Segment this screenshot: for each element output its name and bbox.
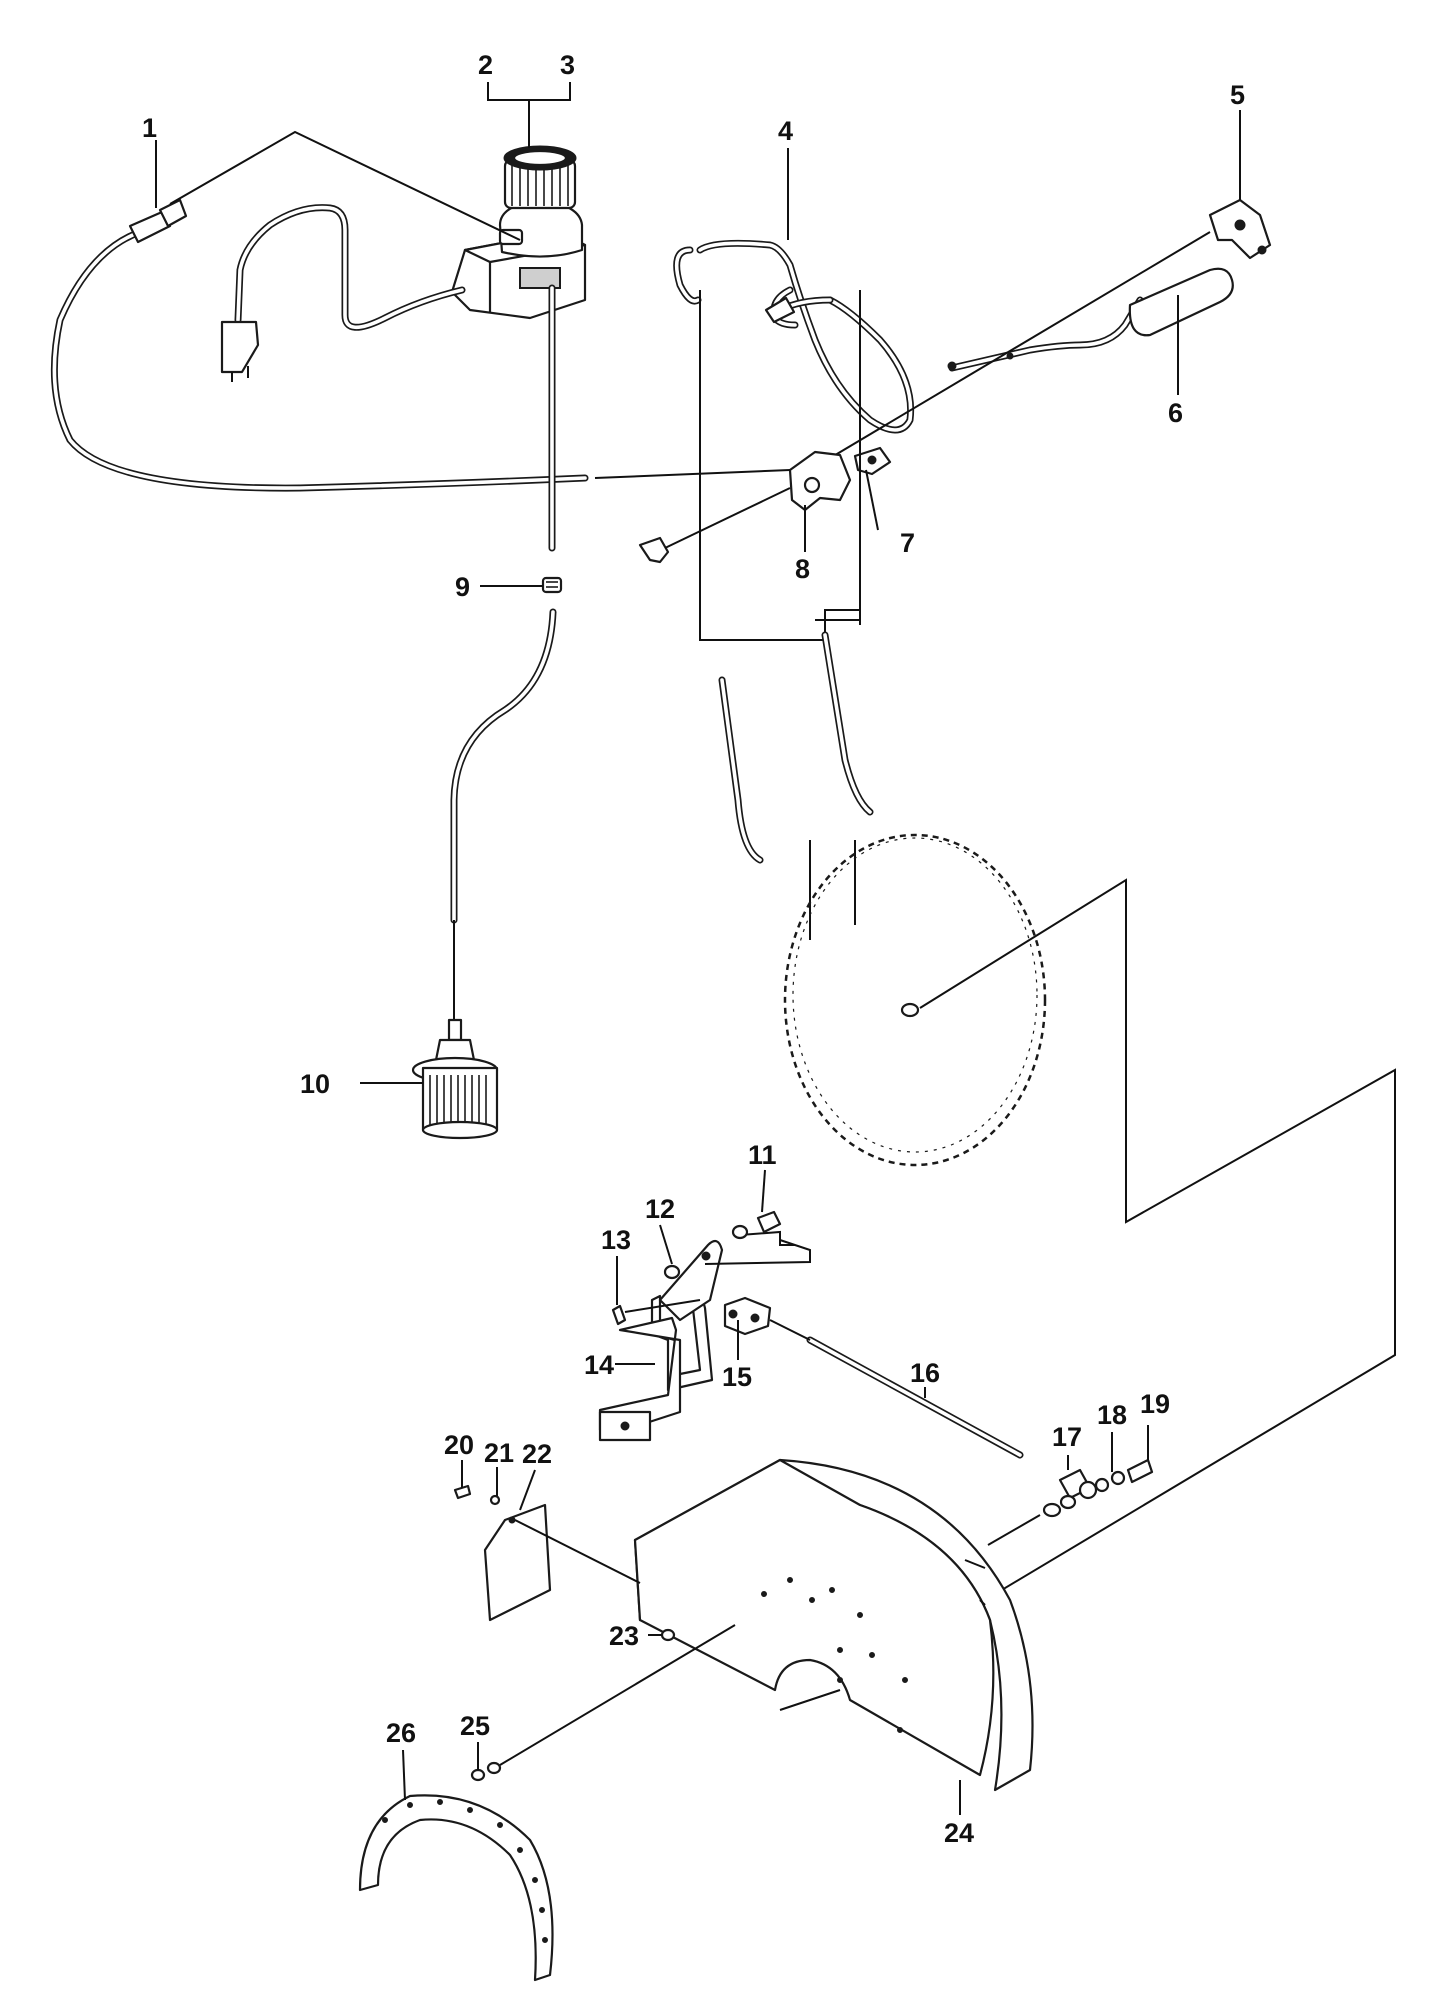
callout-15: 15 bbox=[722, 1362, 752, 1392]
filter-hose bbox=[450, 608, 557, 1025]
rod-end-17-19 bbox=[987, 1458, 1154, 1546]
callout-23: 23 bbox=[609, 1621, 639, 1651]
callout-10: 10 bbox=[300, 1069, 330, 1099]
callout-22: 22 bbox=[522, 1439, 552, 1469]
hose-fitting-1 bbox=[50, 198, 589, 492]
callout-21: 21 bbox=[484, 1438, 514, 1468]
callout-2: 2 bbox=[478, 50, 493, 80]
callout-11: 11 bbox=[748, 1140, 777, 1170]
callout-20: 20 bbox=[444, 1430, 474, 1460]
plate-20-22 bbox=[453, 1484, 641, 1622]
callout-16: 16 bbox=[910, 1358, 940, 1388]
connector-9 bbox=[541, 576, 563, 594]
blade-guard-24 bbox=[633, 1458, 1034, 1792]
callout-1: 1 bbox=[142, 113, 157, 143]
arm-5 bbox=[809, 198, 1272, 471]
callout-17: 17 bbox=[1052, 1422, 1082, 1452]
power-cord bbox=[220, 204, 466, 382]
filter-10 bbox=[411, 1018, 499, 1140]
callout-19: 19 bbox=[1140, 1389, 1170, 1419]
callout-24: 24 bbox=[944, 1818, 974, 1848]
fasteners-11-13 bbox=[611, 1210, 811, 1326]
washer-23 bbox=[660, 1628, 676, 1642]
callout-25: 25 bbox=[460, 1711, 490, 1741]
callout-26: 26 bbox=[386, 1718, 416, 1748]
callout-7: 7 bbox=[900, 528, 915, 558]
callout-3: 3 bbox=[560, 50, 575, 80]
bracket-14 bbox=[598, 1239, 724, 1442]
callout-8: 8 bbox=[795, 554, 810, 584]
callout-6: 6 bbox=[1168, 398, 1183, 428]
callout-12: 12 bbox=[645, 1194, 675, 1224]
callout-labels: 1 2 3 4 5 6 7 8 9 10 11 12 13 14 15 16 1… bbox=[142, 50, 1245, 1848]
callout-9: 9 bbox=[455, 572, 470, 602]
guide-pipes bbox=[699, 290, 874, 940]
blade-outline bbox=[783, 833, 1396, 1604]
callout-14: 14 bbox=[584, 1350, 614, 1380]
water-pump bbox=[450, 145, 587, 320]
callout-18: 18 bbox=[1097, 1400, 1127, 1430]
callout-leaders bbox=[155, 82, 1241, 1815]
valve-clamp bbox=[594, 446, 892, 564]
washers-25 bbox=[470, 1624, 736, 1782]
coupling-15 bbox=[723, 1296, 772, 1336]
callout-13: 13 bbox=[601, 1225, 631, 1255]
handle-6 bbox=[947, 267, 1234, 372]
callout-4: 4 bbox=[778, 116, 793, 146]
strip-26 bbox=[358, 1794, 554, 1982]
callout-5: 5 bbox=[1230, 80, 1245, 110]
hose-4 bbox=[673, 239, 915, 434]
rod-16 bbox=[769, 1319, 1024, 1459]
